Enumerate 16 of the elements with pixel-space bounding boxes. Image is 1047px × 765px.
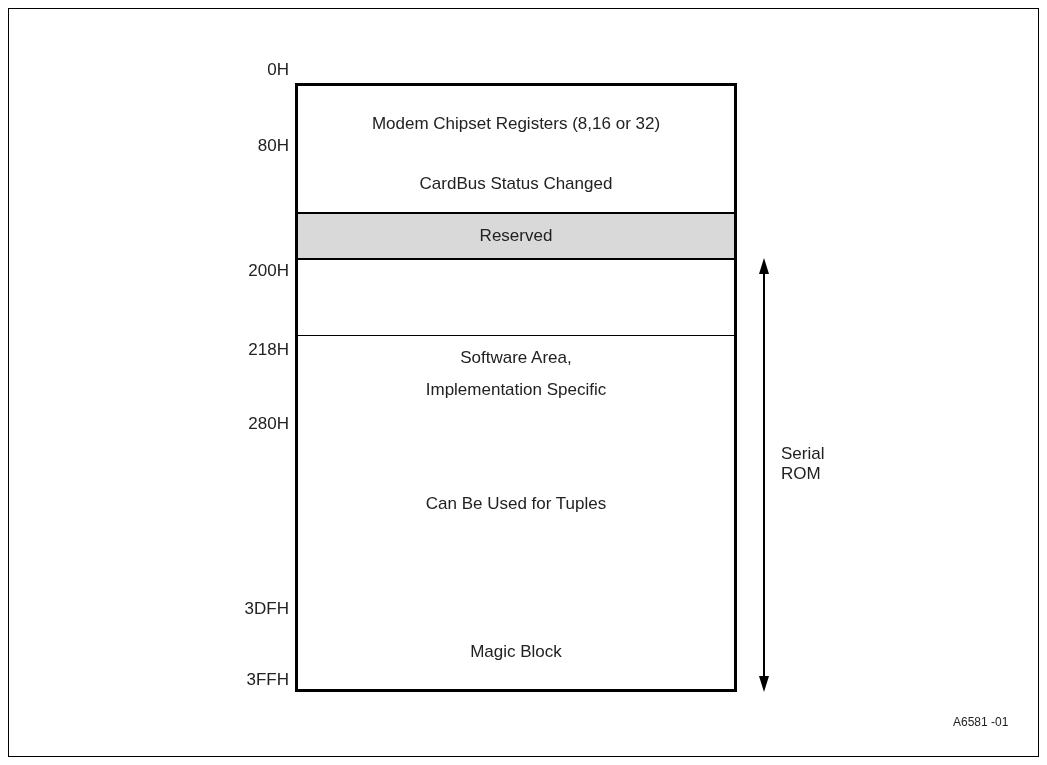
address-label: 80H xyxy=(257,136,289,156)
bracket-label: Serial ROM xyxy=(781,444,826,484)
region-label: Reserved xyxy=(478,226,554,246)
figure-number: A6581 -01 xyxy=(953,714,1009,731)
region-label: Software Area, Implementation Specific xyxy=(424,347,608,401)
address-label: 280H xyxy=(248,414,289,434)
region-label: CardBus Status Changed xyxy=(418,174,614,194)
address-label: 218H xyxy=(248,340,289,360)
address-label: 0H xyxy=(267,60,289,80)
address-label: 3FFH xyxy=(246,670,289,690)
address-label: 200H xyxy=(248,261,289,281)
region-label: Magic Block xyxy=(469,642,563,662)
reserved-region xyxy=(298,212,734,260)
region-label: Can Be Used for Tuples xyxy=(424,494,608,514)
region-label: Modem Chipset Registers (8,16 or 32) xyxy=(370,114,662,134)
address-label: 3DFH xyxy=(244,599,289,619)
